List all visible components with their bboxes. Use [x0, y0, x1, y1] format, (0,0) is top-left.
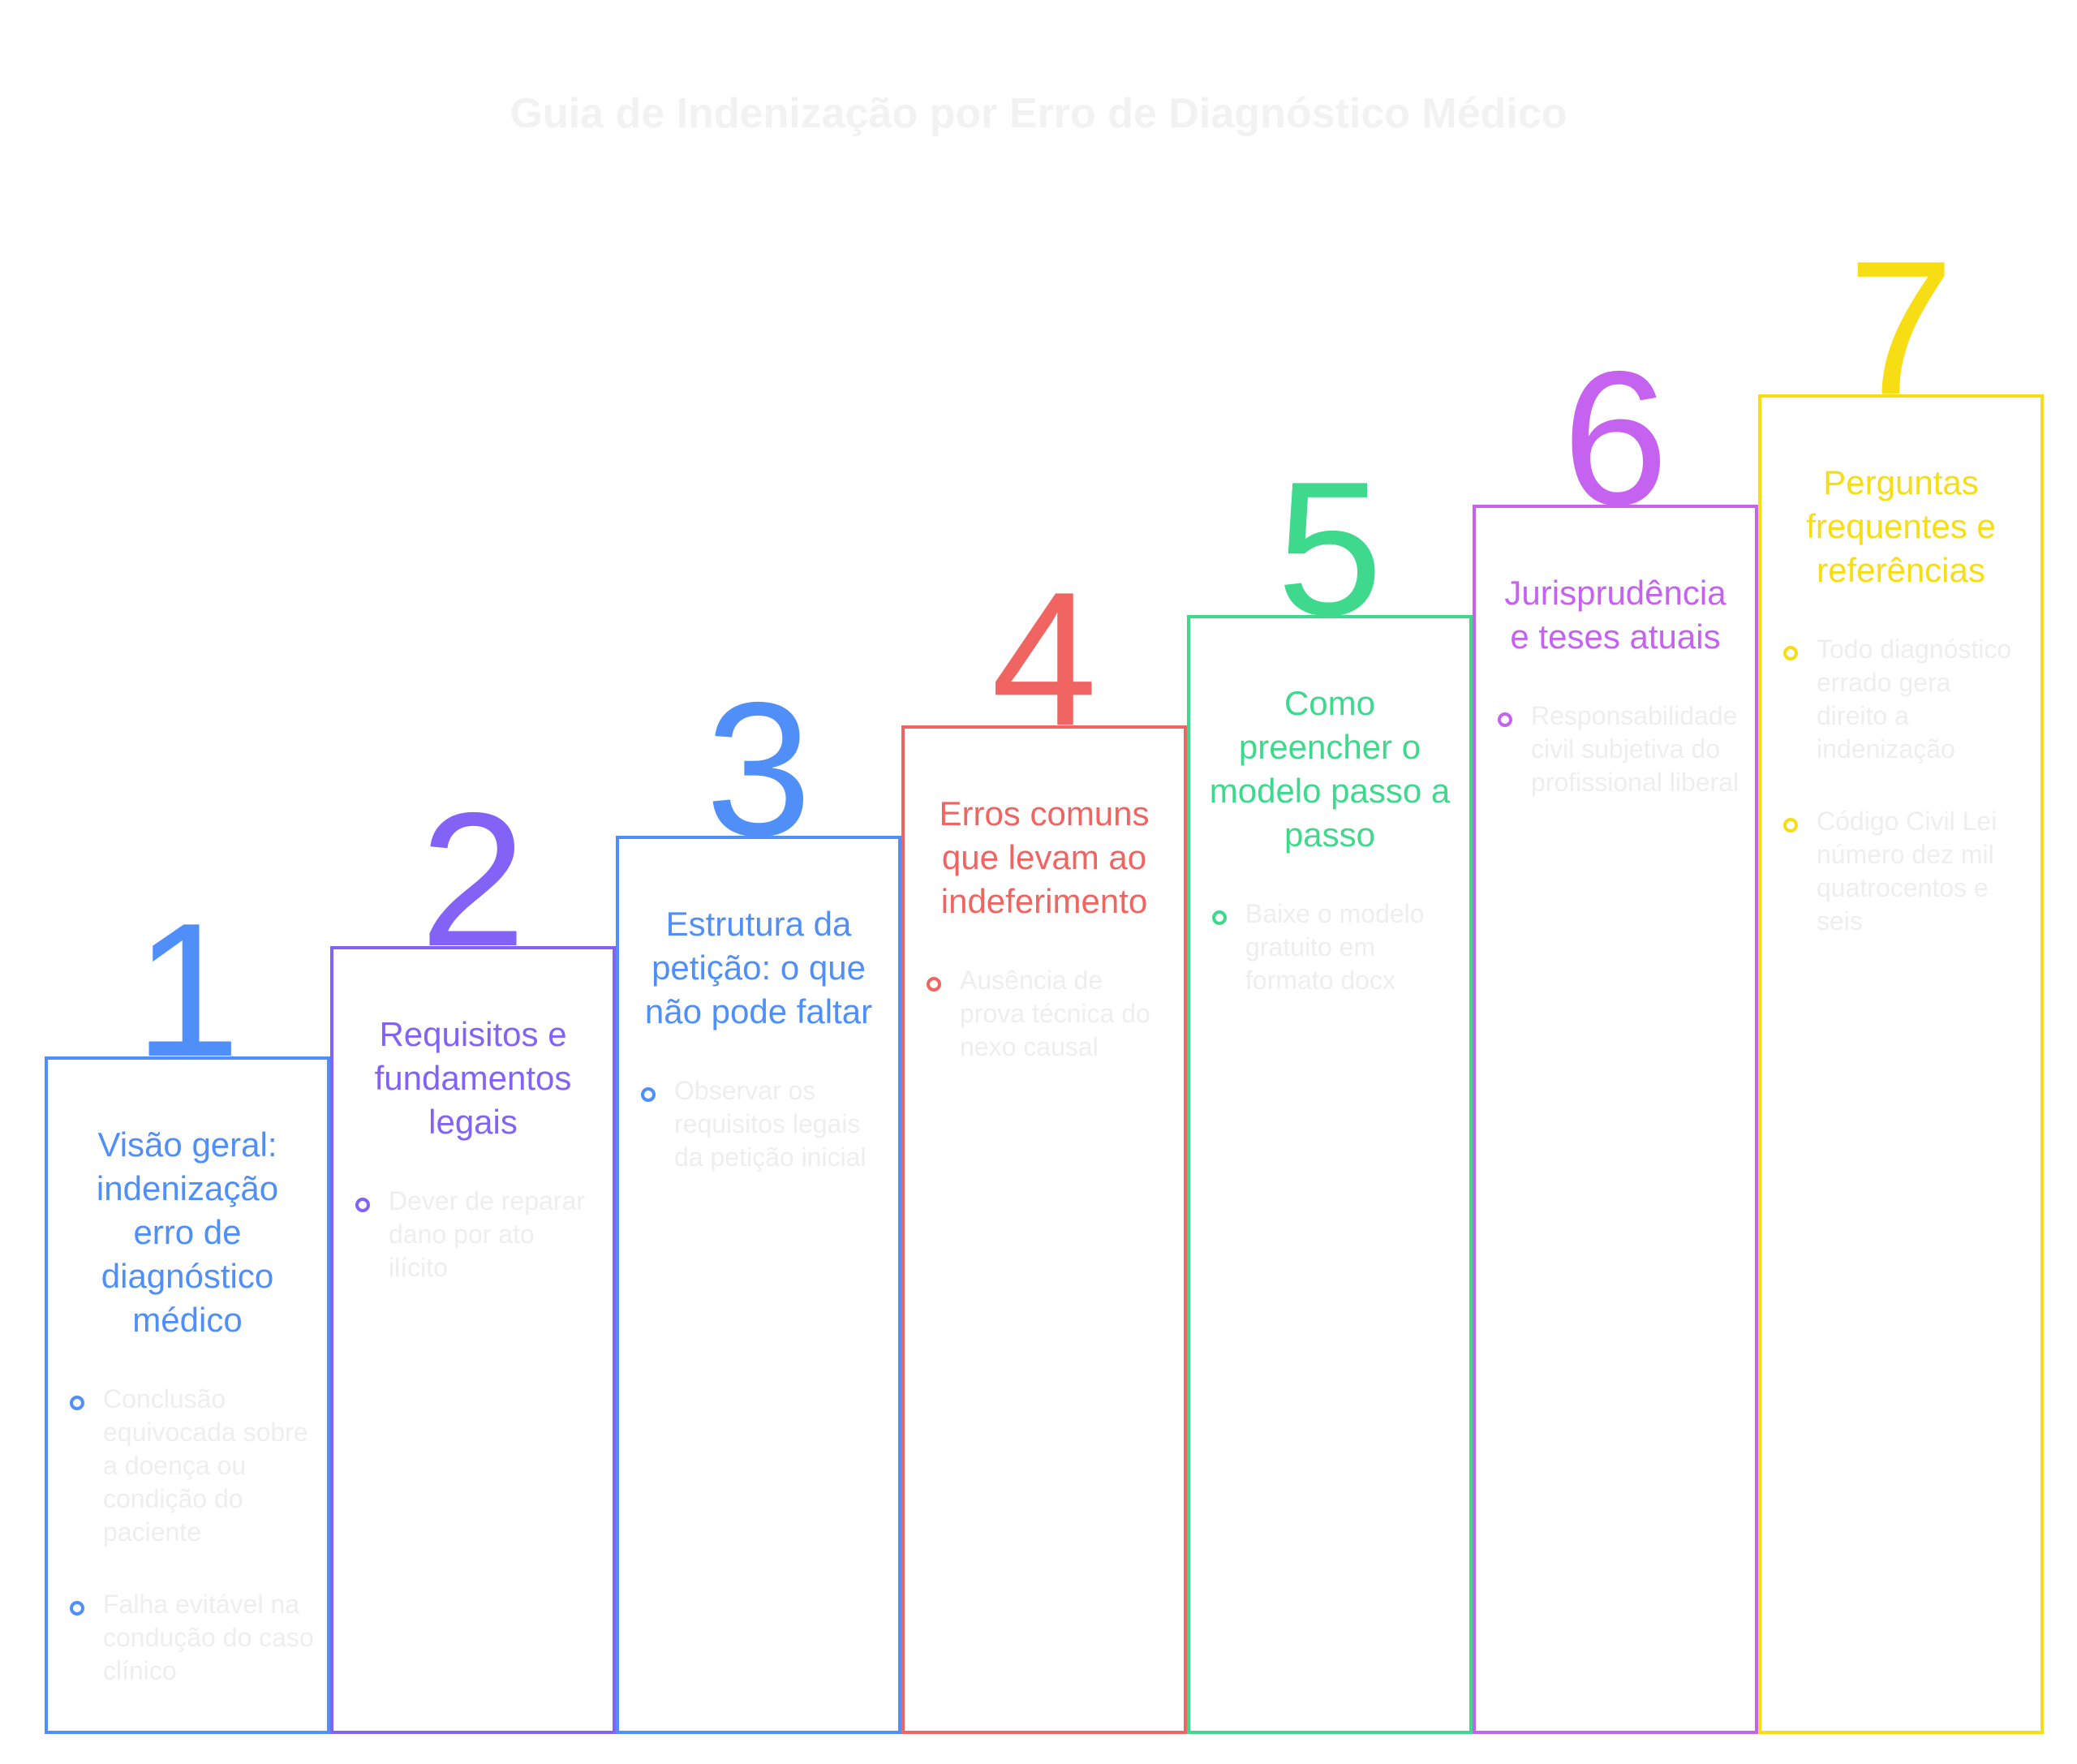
- bullet-marker-icon: [70, 1396, 84, 1410]
- bullet-text: Ausência de prova técnica do nexo causal: [960, 966, 1150, 1061]
- step-title: Erros comuns que levam ao indeferimento: [939, 794, 1150, 920]
- step-number: 3: [705, 662, 812, 876]
- step-number: 2: [419, 772, 527, 986]
- step-number: 1: [134, 883, 241, 1096]
- bullet-marker-icon: [355, 1198, 370, 1212]
- bullet-marker-icon: [1212, 910, 1227, 925]
- step-box: [616, 836, 901, 1734]
- bullet-marker-icon: [927, 977, 941, 992]
- step-title: Requisitos e fundamentos legais: [374, 1015, 572, 1141]
- bullet-text: Responsabilidade civil subjetiva do prof…: [1531, 701, 1739, 797]
- step-box: [330, 946, 616, 1734]
- bullet-marker-icon: [70, 1601, 84, 1616]
- step-box: [1187, 615, 1473, 1734]
- bullet-text: Todo diagnóstico errado gera direito a i…: [1817, 635, 2012, 764]
- step-title: Visão geral: indenização erro de diagnós…: [96, 1125, 279, 1339]
- bullet-text: Baixe o modelo gratuito em formato docx: [1245, 899, 1425, 995]
- step-number: 7: [1847, 221, 1954, 434]
- step-title: Jurisprudência e teses atuais: [1504, 574, 1727, 656]
- bullet-marker-icon: [1783, 646, 1798, 660]
- step-box: [901, 725, 1187, 1734]
- step-box: [1758, 394, 2044, 1734]
- bullet-marker-icon: [641, 1087, 656, 1102]
- bullet-text: Dever de reparar dano por ato ilícito: [389, 1186, 585, 1282]
- step-number: 4: [991, 552, 1098, 765]
- step-title: Estrutura da petição: o que não pode fal…: [644, 905, 873, 1030]
- step-number: 6: [1562, 331, 1669, 544]
- bullet-text: Conclusão equivocada sobre a doença ou c…: [103, 1384, 308, 1547]
- step-box: [1473, 505, 1758, 1734]
- bullet-marker-icon: [1498, 712, 1512, 727]
- step-box: [45, 1056, 330, 1734]
- bullet-text: Observar os requisitos legais da petição…: [674, 1076, 866, 1172]
- bullet-text: Falha evitável na condução do caso clíni…: [103, 1590, 314, 1685]
- step-title: Perguntas frequentes e referências: [1806, 463, 1996, 589]
- diagram-title: Guia de Indenização por Erro de Diagnóst…: [510, 90, 1567, 137]
- bullet-marker-icon: [1783, 818, 1798, 833]
- step-title: Como preencher o modelo passo a passo: [1209, 684, 1451, 854]
- bullet-text: Código Civil Lei número dez mil quatroce…: [1817, 807, 1997, 936]
- step-number: 5: [1276, 441, 1383, 655]
